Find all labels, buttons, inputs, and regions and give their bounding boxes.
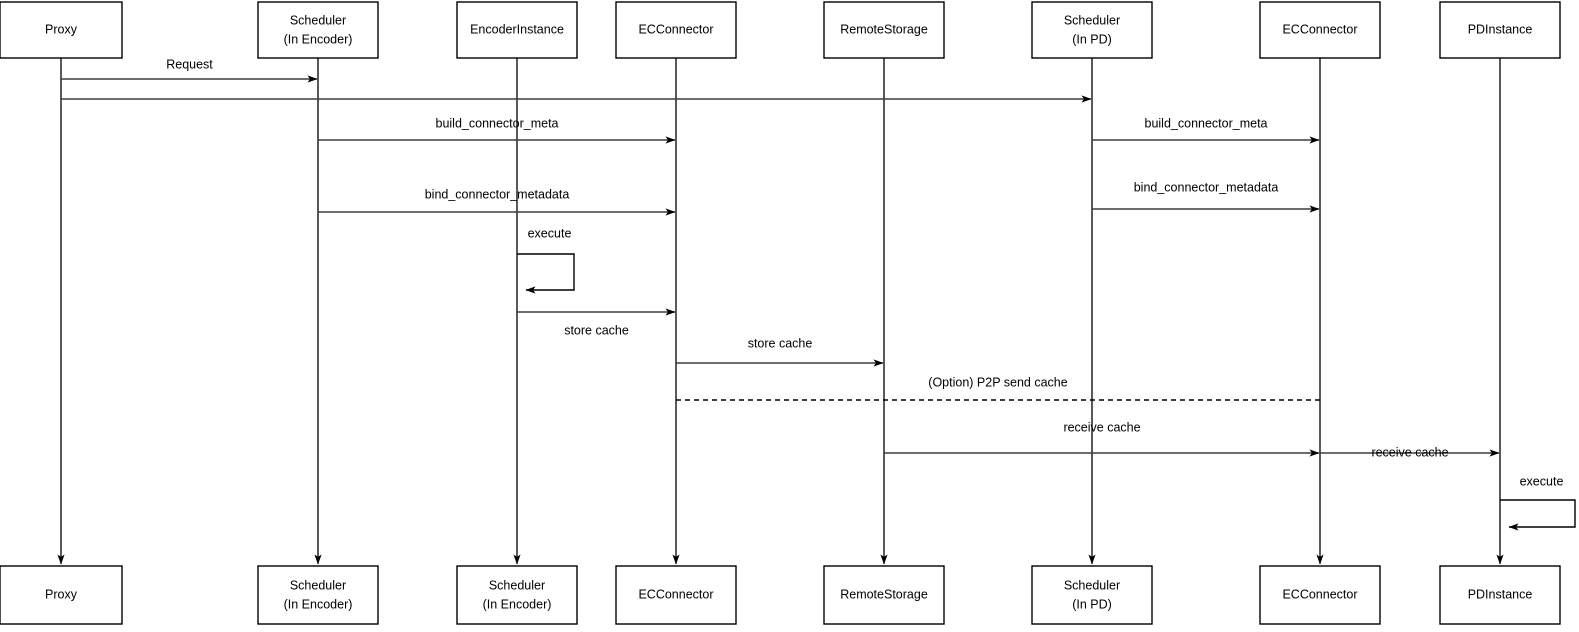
message-m4: build_connector_meta: [1092, 116, 1320, 144]
self-message-path: [517, 253, 575, 294]
message-m11: receive cache: [1320, 445, 1500, 459]
participant-box-bottom-encoder_inst[interactable]: Scheduler (In Encoder): [456, 565, 578, 625]
message-m8: store cache: [676, 336, 884, 367]
participant-box-top-proxy[interactable]: Proxy: [0, 1, 123, 59]
participant-box-top-remote[interactable]: RemoteStorage: [823, 1, 945, 59]
message-label: store cache: [748, 336, 813, 350]
participant-label-line1: Scheduler: [489, 578, 545, 592]
participant-box-bottom-pd_inst[interactable]: PDInstance: [1439, 565, 1561, 625]
participant-box-top-encoder_inst[interactable]: EncoderInstance: [456, 1, 578, 59]
participant-box-rect[interactable]: [257, 1, 379, 59]
participant-box-top-sched_pd[interactable]: Scheduler (In PD): [1031, 1, 1153, 59]
participant-box-top-pd_inst[interactable]: PDInstance: [1439, 1, 1561, 59]
participant-box-rect[interactable]: [1259, 565, 1381, 625]
message-label: build_connector_meta: [1145, 116, 1268, 130]
self-message-s2: execute: [1500, 474, 1576, 531]
message-label: Request: [166, 57, 213, 71]
participant-box-rect[interactable]: [1259, 1, 1381, 59]
participant-box-rect[interactable]: [456, 1, 578, 59]
participant-box-rect[interactable]: [0, 1, 123, 59]
participant-label-line2: (In Encoder): [483, 597, 552, 611]
participant-box-rect[interactable]: [615, 565, 737, 625]
participant-label-line1: Scheduler: [290, 13, 346, 27]
participant-box-rect[interactable]: [1031, 1, 1153, 59]
participant-box-top-sched_enc[interactable]: Scheduler (In Encoder): [257, 1, 379, 59]
lifelines-group: [57, 58, 1504, 565]
participant-box-rect[interactable]: [0, 565, 123, 625]
message-m10: receive cache: [884, 420, 1320, 457]
participant-label-line2: (In Encoder): [284, 32, 353, 46]
participant-label-line1: Scheduler: [1064, 578, 1120, 592]
message-m3: build_connector_meta: [318, 116, 676, 144]
participant-box-bottom-sched_enc[interactable]: Scheduler (In Encoder): [257, 565, 379, 625]
message-label: bind_connector_metadata: [425, 187, 570, 201]
message-label: receive cache: [1063, 420, 1140, 434]
participant-label-line2: (In PD): [1072, 597, 1112, 611]
participant-box-bottom-remote[interactable]: RemoteStorage: [823, 565, 945, 625]
message-label: store cache: [564, 323, 629, 337]
participant-box-bottom-proxy[interactable]: Proxy: [0, 565, 123, 625]
participant-box-bottom-ecc_left[interactable]: ECConnector: [615, 565, 737, 625]
participant-label-line1: PDInstance: [1468, 587, 1533, 601]
participant-box-rect[interactable]: [823, 565, 945, 625]
participant-box-bottom-sched_pd[interactable]: Scheduler (In PD): [1031, 565, 1153, 625]
messages-group: Request build_connector_meta build_connect…: [61, 57, 1500, 459]
participant-label-line2: (In PD): [1072, 32, 1112, 46]
participant-label-line2: (In Encoder): [284, 597, 353, 611]
participant-box-rect[interactable]: [1031, 565, 1153, 625]
participant-label-line1: ECConnector: [1282, 22, 1357, 36]
participant-box-bottom-ecc_right[interactable]: ECConnector: [1259, 565, 1381, 625]
message-m9: (Option) P2P send cache: [676, 375, 1320, 401]
message-label: receive cache: [1371, 445, 1448, 459]
participant-box-rect[interactable]: [1439, 565, 1561, 625]
participant-label-line1: ECConnector: [638, 587, 713, 601]
participant-label-line1: Scheduler: [1064, 13, 1120, 27]
message-label: build_connector_meta: [436, 116, 559, 130]
participant-label-line1: PDInstance: [1468, 22, 1533, 36]
participant-label-line1: Proxy: [45, 22, 78, 36]
participant-box-top-ecc_right[interactable]: ECConnector: [1259, 1, 1381, 59]
participant-label-line1: Proxy: [45, 587, 78, 601]
participant-label-line1: EncoderInstance: [470, 22, 564, 36]
self-message-label: execute: [528, 226, 572, 240]
message-m7: store cache: [517, 308, 676, 337]
participant-label-line1: RemoteStorage: [840, 22, 928, 36]
participant-box-rect[interactable]: [615, 1, 737, 59]
message-label: bind_connector_metadata: [1134, 180, 1279, 194]
message-m5: bind_connector_metadata: [318, 187, 676, 216]
participant-label-line1: ECConnector: [1282, 587, 1357, 601]
participant-label-line1: ECConnector: [638, 22, 713, 36]
participant-boxes-top: Proxy Scheduler (In Encoder) EncoderInstanc…: [0, 1, 1561, 59]
self-message-path: [1500, 499, 1576, 531]
participant-boxes-bottom: Proxy Scheduler (In Encoder) Scheduler (In E…: [0, 565, 1561, 625]
participant-box-rect[interactable]: [456, 565, 578, 625]
participant-label-line1: RemoteStorage: [840, 587, 928, 601]
self-message-s1: execute: [517, 226, 575, 294]
message-m1: Request: [61, 57, 318, 83]
participant-box-rect[interactable]: [1439, 1, 1561, 59]
self-messages-group: execute execute: [517, 226, 1576, 531]
message-label: (Option) P2P send cache: [928, 375, 1067, 389]
self-message-label: execute: [1520, 474, 1564, 488]
message-m6: bind_connector_metadata: [1092, 180, 1320, 213]
participant-box-rect[interactable]: [823, 1, 945, 59]
participant-label-line1: Scheduler: [290, 578, 346, 592]
participant-box-rect[interactable]: [257, 565, 379, 625]
participant-box-top-ecc_left[interactable]: ECConnector: [615, 1, 737, 59]
